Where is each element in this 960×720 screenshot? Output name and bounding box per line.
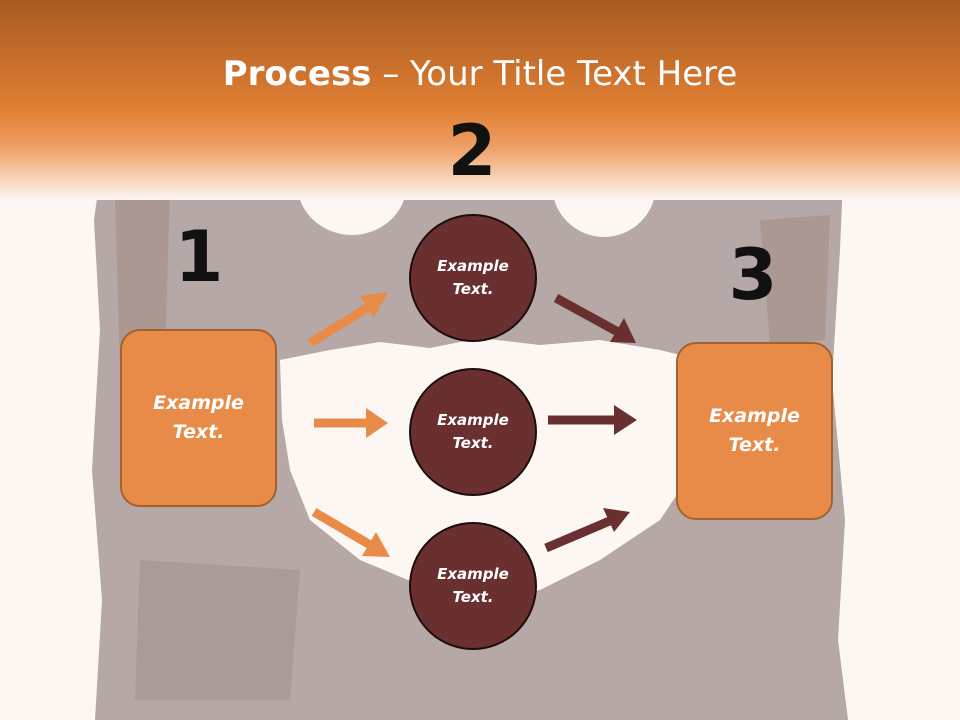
header-band <box>0 0 960 200</box>
circle-middle-label: Example Text. <box>437 411 509 452</box>
title-rest: – Your Title Text Here <box>371 54 738 94</box>
slide-title: Process – Your Title Text Here <box>0 52 960 96</box>
texture-streak <box>115 190 170 370</box>
circle-bottom-label: Example Text. <box>437 565 509 606</box>
circle-top: Example Text. <box>409 214 537 342</box>
left-step-box: Example Text. <box>120 329 277 507</box>
step-number-3: 3 <box>728 234 778 316</box>
right-step-label: Example Text. <box>709 405 800 456</box>
circle-middle: Example Text. <box>409 368 537 496</box>
arrow-from-circle-bottom <box>544 508 630 553</box>
circle-top-label: Example Text. <box>437 257 509 298</box>
step-number-2: 2 <box>447 110 497 192</box>
arrow-to-circle-top <box>307 292 388 347</box>
left-step-label: Example Text. <box>153 392 244 443</box>
arrow-to-circle-bottom <box>311 508 390 557</box>
step-number-1: 1 <box>174 216 224 298</box>
circle-bottom: Example Text. <box>409 522 537 650</box>
title-bold: Process <box>222 54 372 94</box>
arrow-from-circle-top <box>553 294 636 343</box>
arrow-from-circle-middle <box>548 405 637 435</box>
texture-streak <box>760 215 830 345</box>
texture-streak <box>135 560 300 700</box>
right-step-box: Example Text. <box>676 342 833 520</box>
arrow-to-circle-middle <box>314 408 388 438</box>
